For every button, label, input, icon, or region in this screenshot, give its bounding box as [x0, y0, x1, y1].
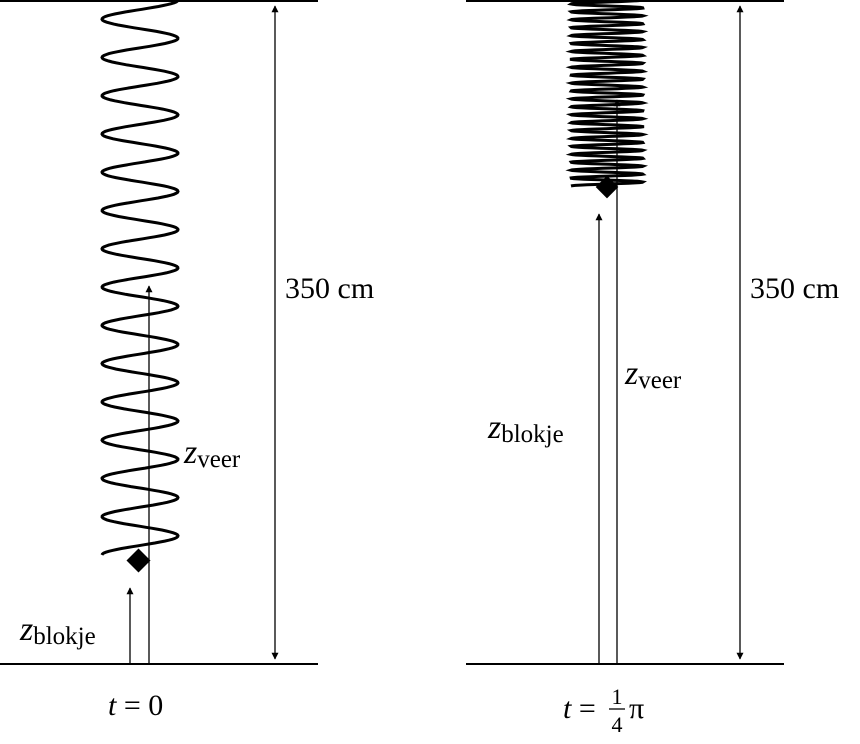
fraction-denominator: 4 [612, 712, 623, 737]
z-blokje-label-left: zblokje [19, 611, 96, 650]
time-label-right: t = [563, 692, 596, 725]
block-left [126, 548, 151, 573]
height-label-right: 350 cm [750, 272, 839, 305]
spring-left [100, 0, 180, 556]
left-panel: 350 cm zveer zblokje t = 0 [0, 0, 374, 722]
height-label-left: 350 cm [285, 272, 374, 305]
z-veer-label-right: zveer [624, 355, 682, 394]
fraction-numerator: 1 [612, 684, 623, 709]
z-veer-label-left: zveer [183, 434, 241, 473]
pi-symbol: π [629, 692, 644, 725]
z-blokje-label-right: zblokje [487, 409, 564, 448]
right-panel: 350 cm zveer zblokje t = 1 4 π [466, 0, 839, 737]
time-label-left: t = 0 [108, 689, 163, 722]
spring-right [565, 0, 649, 188]
